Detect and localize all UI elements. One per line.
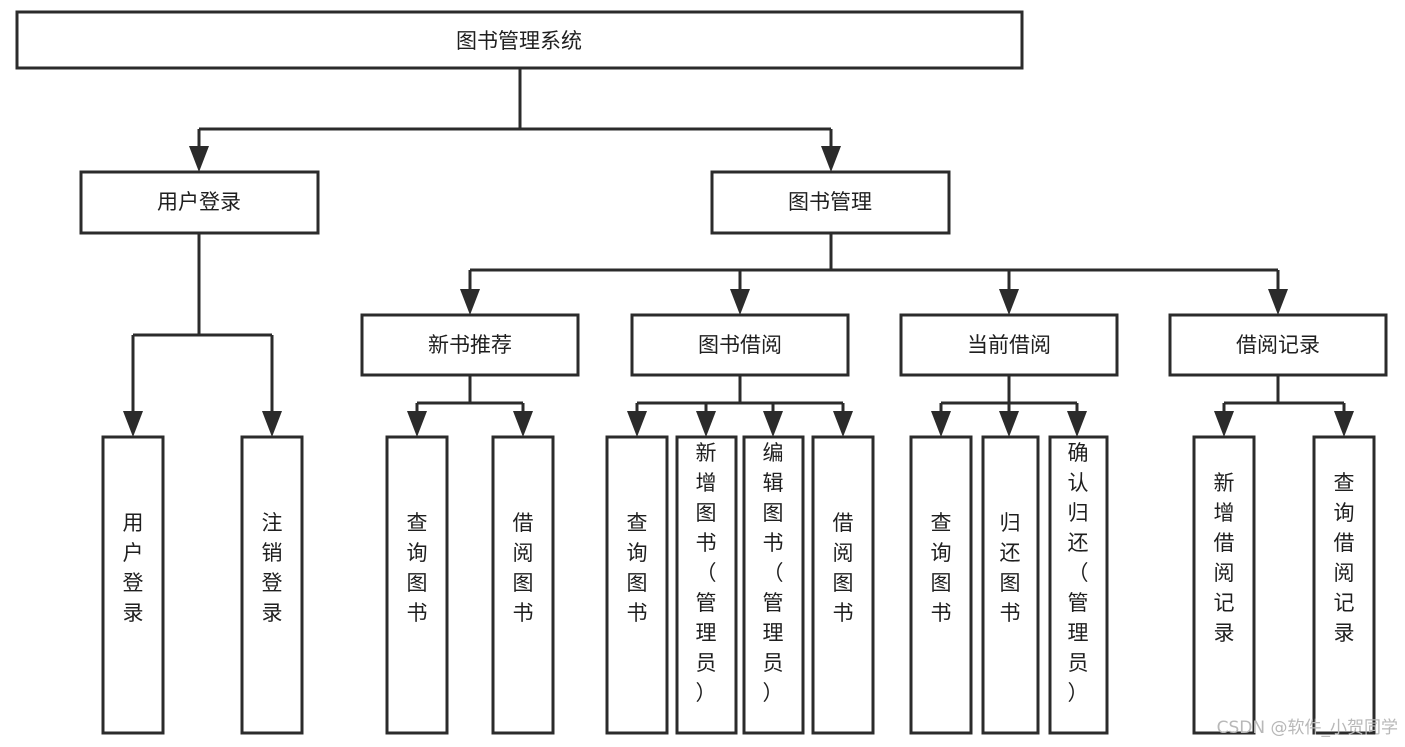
node-leaf-query-book-current-label: 查询图书 <box>931 511 952 625</box>
node-borrow-record-box[interactable] <box>1168 313 1388 377</box>
arrow-head-leaf-add-record <box>1214 411 1234 437</box>
node-leaf-query-record-label: 查询借阅记录 <box>1334 471 1355 645</box>
node-leaf-query-book-current-box[interactable] <box>909 435 973 735</box>
arrow-head-leaf-edit-book <box>763 411 783 437</box>
node-leaf-query-record[interactable]: 查询借阅记录 <box>1312 435 1376 735</box>
node-new-book-rec-box[interactable] <box>360 313 580 377</box>
node-leaf-edit-book-box[interactable] <box>742 435 805 735</box>
node-leaf-borrow-book-rec[interactable]: 借阅图书 <box>491 435 555 735</box>
node-leaf-add-book-box[interactable] <box>675 435 738 735</box>
node-leaf-user-login-label: 用户登录 <box>123 511 144 625</box>
arrow-head-leaf-return-book <box>999 411 1019 437</box>
arrow-head-leaf-logout <box>262 411 282 437</box>
node-leaf-borrow-book-label: 借阅图书 <box>833 511 854 625</box>
node-book-borrow-label: 图书借阅 <box>698 333 782 357</box>
arrow-head-leaf-borrow-book-rec <box>513 411 533 437</box>
node-book-borrow-box[interactable] <box>630 313 850 377</box>
arrow-head-user-login <box>189 146 209 172</box>
node-leaf-confirm-return[interactable]: 确认归还（管理员） <box>1048 435 1109 735</box>
arrow-head-borrow-record <box>1268 289 1288 315</box>
node-leaf-add-record-box[interactable] <box>1192 435 1256 735</box>
node-book-manage-label: 图书管理 <box>788 190 872 214</box>
arrow-head-leaf-confirm-return <box>1067 411 1087 437</box>
node-leaf-logout-box[interactable] <box>240 435 304 735</box>
arrow-head-leaf-query-book-rec <box>407 411 427 437</box>
arrow-head-leaf-query-book-current <box>931 411 951 437</box>
node-borrow-record-label: 借阅记录 <box>1236 333 1320 357</box>
node-leaf-query-book-rec-label: 查询图书 <box>407 511 428 625</box>
arrow-head-leaf-query-book-borrow <box>627 411 647 437</box>
node-leaf-query-book-rec-box[interactable] <box>385 435 449 735</box>
node-leaf-borrow-book-rec-box[interactable] <box>491 435 555 735</box>
arrow-head-leaf-add-book <box>696 411 716 437</box>
node-leaf-query-book-borrow-label: 查询图书 <box>627 511 648 625</box>
csdn-watermark: CSDN @软件_小贺同学 <box>1217 718 1398 738</box>
node-leaf-query-book-current[interactable]: 查询图书 <box>909 435 973 735</box>
arrow-head-new-book-rec <box>460 289 480 315</box>
node-leaf-add-book-label: 新增图书（管理员） <box>696 441 717 705</box>
node-current-borrow[interactable]: 当前借阅 <box>899 313 1119 377</box>
node-leaf-user-login[interactable]: 用户登录 <box>101 435 165 735</box>
node-leaf-borrow-book[interactable]: 借阅图书 <box>811 435 875 735</box>
connector-layer <box>123 68 1354 437</box>
node-leaf-confirm-return-label: 确认归还（管理员） <box>1068 441 1089 705</box>
node-book-manage-box[interactable] <box>710 170 951 235</box>
node-current-borrow-box[interactable] <box>899 313 1119 377</box>
node-leaf-logout[interactable]: 注销登录 <box>240 435 304 735</box>
node-book-manage[interactable]: 图书管理 <box>710 170 951 235</box>
node-leaf-user-login-box[interactable] <box>101 435 165 735</box>
arrow-head-leaf-borrow-book <box>833 411 853 437</box>
node-leaf-edit-book[interactable]: 编辑图书（管理员） <box>742 435 805 735</box>
arrow-head-book-borrow <box>730 289 750 315</box>
node-leaf-add-book[interactable]: 新增图书（管理员） <box>675 435 738 735</box>
node-leaf-borrow-book-rec-label: 借阅图书 <box>513 511 534 625</box>
node-leaf-borrow-book-box[interactable] <box>811 435 875 735</box>
node-root-label: 图书管理系统 <box>456 29 582 53</box>
node-current-borrow-label: 当前借阅 <box>967 333 1051 357</box>
node-leaf-query-record-box[interactable] <box>1312 435 1376 735</box>
arrow-head-leaf-query-record <box>1334 411 1354 437</box>
node-user-login-label: 用户登录 <box>157 190 241 214</box>
node-user-login[interactable]: 用户登录 <box>79 170 320 235</box>
node-leaf-return-book-label: 归还图书 <box>1000 511 1021 625</box>
arrow-head-book-manage <box>821 146 841 172</box>
node-root[interactable]: 图书管理系统 <box>15 10 1024 70</box>
node-new-book-rec-label: 新书推荐 <box>428 333 512 357</box>
node-borrow-record[interactable]: 借阅记录 <box>1168 313 1388 377</box>
node-leaf-query-book-rec[interactable]: 查询图书 <box>385 435 449 735</box>
node-user-login-box[interactable] <box>79 170 320 235</box>
node-leaf-edit-book-label: 编辑图书（管理员） <box>763 441 784 705</box>
arrow-head-current-borrow <box>999 289 1019 315</box>
node-leaf-add-record[interactable]: 新增借阅记录 <box>1192 435 1256 735</box>
node-leaf-return-book[interactable]: 归还图书 <box>981 435 1040 735</box>
node-leaf-return-book-box[interactable] <box>981 435 1040 735</box>
arrow-head-leaf-user-login <box>123 411 143 437</box>
node-leaf-query-book-borrow[interactable]: 查询图书 <box>605 435 669 735</box>
node-leaf-logout-label: 注销登录 <box>262 511 283 625</box>
node-root-box[interactable] <box>15 10 1024 70</box>
node-leaf-add-record-label: 新增借阅记录 <box>1214 471 1235 645</box>
node-leaf-confirm-return-box[interactable] <box>1048 435 1109 735</box>
node-book-borrow[interactable]: 图书借阅 <box>630 313 850 377</box>
node-new-book-rec[interactable]: 新书推荐 <box>360 313 580 377</box>
node-leaf-query-book-borrow-box[interactable] <box>605 435 669 735</box>
